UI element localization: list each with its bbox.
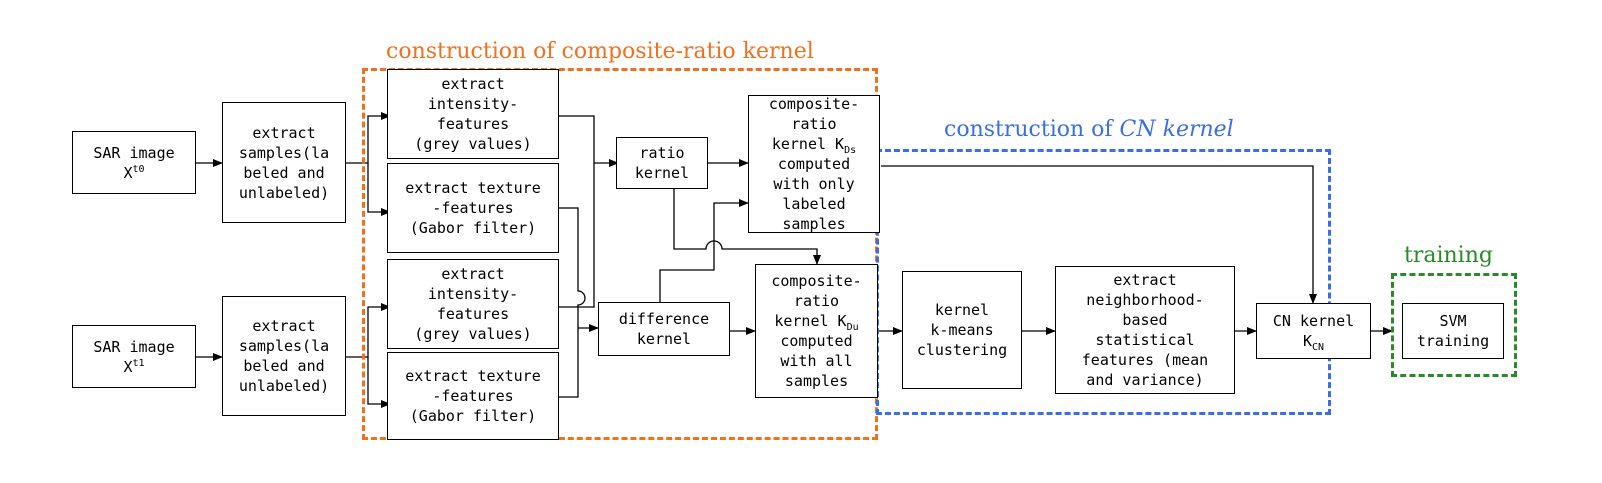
sar-t1-text: SAR image X [93, 337, 175, 376]
group-composite-label: construction of composite-ratio kernel [386, 39, 814, 64]
difference-text: difference kernel [618, 310, 710, 348]
comp-ds-text2: computed with only labeled samples [773, 155, 855, 233]
node-sar-image-t0: SAR image Xt0 [72, 131, 196, 194]
node-sar-image-t1: SAR image Xt1 [72, 325, 196, 388]
node-extract-samples-t0: extract samples(la beled and unlabeled) [222, 102, 346, 223]
texture-t1-text: extract texture -features (Gabor filter) [405, 367, 541, 425]
group-training-label: training [1404, 243, 1493, 268]
node-intensity-features-t1: extract intensity- features (grey values… [387, 259, 559, 349]
edge-ds-to-cn [881, 165, 1317, 304]
node-extract-samples-t1: extract samples(la beled and unlabeled) [222, 296, 346, 416]
comp-du-text2: computed with all samples [780, 332, 853, 390]
comp-ds-sub: Ds [844, 145, 857, 156]
samples-t0-text: extract samples(la beled and unlabeled) [238, 123, 330, 202]
node-texture-features-t1: extract texture -features (Gabor filter) [387, 352, 559, 440]
comp-ds-text1: composite- ratio kernel K [768, 95, 860, 153]
edge-samples-t0-texture [367, 163, 391, 216]
cn-kernel-text: CN kernel K [1272, 312, 1355, 350]
group-cn-label-prefix: construction of [944, 117, 1120, 142]
sar-t0-text: SAR image X [93, 143, 175, 182]
kmeans-text: kernel k-means clustering [916, 301, 1008, 359]
edge-texture-t0-to-diff [559, 207, 586, 398]
edge-intensity-to-ratio [559, 115, 619, 167]
samples-t1-text: extract samples(la beled and unlabeled) [238, 317, 330, 395]
ratio-text: ratio kernel [634, 144, 690, 182]
edge-samples-t0-split [346, 112, 391, 164]
texture-t0-text: extract texture -features (Gabor filter) [405, 179, 541, 237]
sar-t1-sup: t1 [132, 357, 145, 369]
comp-du-sub: Du [846, 322, 859, 333]
group-cn-label: construction of CN kernel [944, 117, 1234, 143]
node-neighborhood-features: extract neighborhood- based statistical … [1055, 266, 1235, 394]
node-composite-ratio-du: composite- ratio kernel KDu computed wit… [755, 264, 878, 398]
group-training-frame [1391, 273, 1517, 377]
node-cn-kernel: CN kernel KCN [1256, 303, 1371, 359]
intensity-t1-text: extract intensity- features (grey values… [414, 265, 532, 343]
neighborhood-text: extract neighborhood- based statistical … [1081, 271, 1209, 389]
node-difference-kernel: difference kernel [598, 302, 730, 356]
edge-intensity-t1-to-ratio [559, 163, 595, 308]
node-kernel-kmeans: kernel k-means clustering [902, 271, 1022, 389]
node-ratio-kernel: ratio kernel [616, 137, 708, 189]
cn-kernel-sub: CN [1311, 342, 1325, 353]
node-composite-ratio-ds: composite- ratio kernel KDs computed wit… [748, 95, 880, 233]
edge-diff-to-ds [659, 199, 749, 302]
svm-text: SVM training [1416, 312, 1490, 350]
edge-samples-t1-texture [367, 357, 391, 408]
node-texture-features-t0: extract texture -features (Gabor filter) [387, 163, 559, 253]
intensity-t0-text: extract intensity- features (grey values… [414, 75, 532, 153]
edge-samples-t1-split [346, 303, 391, 358]
node-svm-training: SVM training [1402, 303, 1504, 359]
sar-t0-sup: t0 [132, 163, 145, 175]
comp-du-text1: composite- ratio kernel K [771, 272, 862, 330]
group-cn-label-em: CN kernel [1119, 117, 1234, 142]
node-intensity-features-t0: extract intensity- features (grey values… [387, 69, 559, 159]
